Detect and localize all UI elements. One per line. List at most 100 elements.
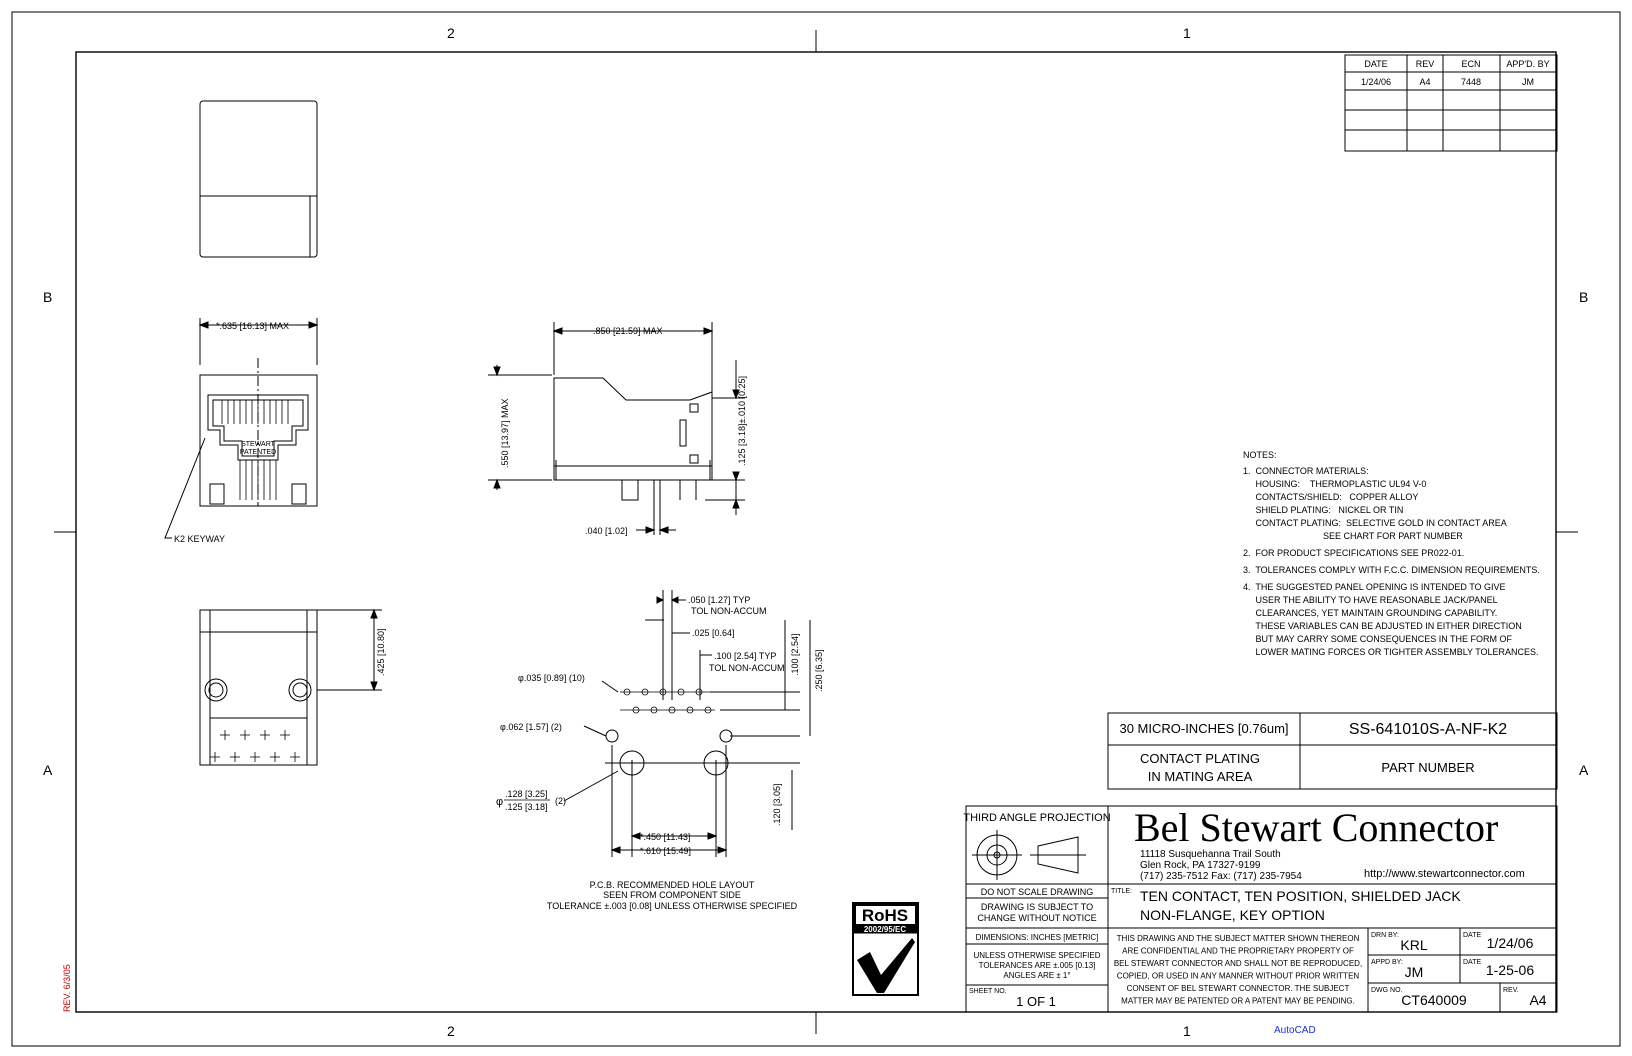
hole-spec-3-phi: φ (496, 796, 503, 808)
hole-spec-3a: .128 [3.25] (505, 789, 548, 799)
notes-line: CONTACT PLATING: SELECTIVE GOLD IN CONTA… (1243, 518, 1507, 528)
sheet-value: 1 OF 1 (1016, 994, 1056, 1009)
v-dimension-2: .250 [6.35] (814, 649, 824, 692)
pcb-caption-1: P.C.B. RECOMMENDED HOLE LAYOUT (590, 880, 755, 890)
lower-height-dimension: .425 [10.80] (376, 628, 386, 676)
rohs-badge: RoHS 2002/95/EC (852, 902, 919, 996)
notes-line: THESE VARIABLES CAN BE ADJUSTED IN EITHE… (1243, 621, 1522, 631)
zone-label: 1 (1183, 1023, 1191, 1039)
drawn-by-value: KRL (1400, 937, 1427, 953)
pin-width-dimension: .040 [1.02] (585, 526, 628, 536)
hole-spec-1: φ.035 [0.89] (10) (518, 673, 585, 683)
part-number-table: 30 MICRO-INCHES [0.76um] SS-641010S-A-NF… (1107, 712, 1558, 790)
bottom-view: .425 [10.80] (199, 608, 386, 766)
address-1: 11118 Susquehanna Trail South (1140, 849, 1281, 860)
pcb-caption-3: TOLERANCE ±.003 [0.08] UNLESS OTHERWISE … (547, 901, 798, 911)
confidential-line: COPIED, OR USED IN ANY MANNER WITHOUT PR… (1117, 972, 1360, 981)
confidential-line: BEL STEWART CONNECTOR AND SHALL NOT BE R… (1114, 959, 1362, 968)
drawing-number-label: DWG NO. (1371, 987, 1403, 994)
tolerance-1: UNLESS OTHERWISE SPECIFIED (974, 951, 1101, 960)
subject-note-1: DRAWING IS SUBJECT TO (981, 902, 1093, 912)
zone-label: A (43, 762, 53, 778)
projection-symbol-icon (972, 830, 1086, 880)
part-label: PART NUMBER (1381, 760, 1474, 775)
tolerance-3: ANGLES ARE ± 1° (1003, 971, 1070, 980)
sheet-label: SHEET NO. (969, 988, 1007, 995)
subject-note-2: CHANGE WITHOUT NOTICE (977, 913, 1096, 923)
approved-date-label: DATE (1463, 959, 1481, 966)
v-dimension-1: .100 [2.54] (790, 633, 800, 676)
confidential-line: CONSENT OF BEL STEWART CONNECTOR. THE SU… (1127, 984, 1350, 993)
rev-header-rev: REV (1416, 59, 1435, 69)
v-dimension-3: .120 [3.05] (772, 783, 782, 826)
title-block: THIRD ANGLE PROJECTION Bel Stewart Conne… (963, 805, 1558, 1013)
rev-cell-date: 1/24/06 (1361, 77, 1391, 87)
revision-label: REV. (1503, 987, 1519, 994)
plating-value: 30 MICRO-INCHES [0.76um] (1119, 721, 1288, 736)
confidential-line: MATTER MAY BE PATENTED OR A PATENT MAY B… (1121, 997, 1355, 1006)
notes-line: LOWER MATING FORCES OR TIGHTER ASSEMBLY … (1243, 647, 1539, 657)
drawing-number-value: CT640009 (1401, 992, 1467, 1008)
rev-header-date: DATE (1364, 59, 1387, 69)
zone-label: 2 (447, 25, 455, 41)
approved-date-value: 1-25-06 (1486, 962, 1534, 978)
offset-dimension: .025 [0.64] (692, 628, 735, 638)
rohs-directive: 2002/95/EC (864, 925, 906, 934)
revision-table: DATE REV ECN APP'D. BY 1/24/06 A4 7448 J… (1344, 54, 1558, 152)
pitch-dimension: .050 [1.27] TYP (688, 595, 750, 605)
h-dimension-1: *.450 [11.43] (640, 832, 690, 842)
part-number: SS-641010S-A-NF-K2 (1349, 721, 1507, 738)
revision-value: A4 (1529, 992, 1546, 1008)
notes-line: 2. FOR PRODUCT SPECIFICATIONS SEE PR022-… (1243, 548, 1464, 558)
row-pitch-note: TOL NON-ACCUM (709, 663, 785, 673)
title-line-2: NON-FLANGE, KEY OPTION (1140, 907, 1325, 923)
top-view (199, 100, 318, 258)
zone-label: 2 (447, 1023, 455, 1039)
notes-line: CLEARANCES, YET MAINTAIN GROUNDING CAPAB… (1243, 608, 1497, 618)
phone-fax: (717) 235-7512 Fax: (717) 235-7954 (1140, 871, 1302, 882)
notes-line: CONTACTS/SHIELD: COPPER ALLOY (1243, 492, 1418, 502)
pitch-note: TOL NON-ACCUM (691, 606, 767, 616)
side-view: .850 [21.59] MAX .550 [13.97] MAX .125 [… (488, 322, 747, 536)
width-dimension: *.635 [16.13] MAX (216, 321, 289, 331)
rohs-title: RoHS (862, 906, 908, 925)
notes-line: USER THE ABILITY TO HAVE REASONABLE JACK… (1243, 595, 1498, 605)
confidential-notice: THIS DRAWING AND THE SUBJECT MATTER SHOW… (1114, 934, 1362, 1006)
depth-dimension: .850 [21.59] MAX (593, 326, 663, 336)
notes-line: 3. TOLERANCES COMPLY WITH F.C.C. DIMENSI… (1243, 565, 1540, 575)
zone-label: 1 (1183, 25, 1191, 41)
revision-stamp: REV. 6/3/05 (62, 964, 72, 1012)
zone-label: B (1579, 289, 1588, 305)
notes-line: SEE CHART FOR PART NUMBER (1243, 531, 1463, 541)
rev-header-ecn: ECN (1461, 59, 1480, 69)
checkmark-icon (857, 938, 915, 993)
drawn-by-label: DRN BY: (1371, 932, 1399, 939)
approved-by-value: JM (1405, 964, 1424, 980)
confidential-line: ARE CONFIDENTIAL AND THE PROPRIETARY PRO… (1122, 947, 1354, 956)
projection-label: THIRD ANGLE PROJECTION (963, 812, 1110, 824)
row-pitch-dimension: .100 [2.54] TYP (714, 651, 776, 661)
website: http://www.stewartconnector.com (1364, 868, 1525, 880)
title-line-1: TEN CONTACT, TEN POSITION, SHIELDED JACK (1140, 888, 1461, 904)
hole-spec-3b: .125 [3.18] (505, 802, 548, 812)
rev-header-appd: APP'D. BY (1506, 59, 1549, 69)
zone-label: A (1579, 762, 1589, 778)
hole-spec-3c: (2) (555, 796, 566, 806)
pcb-layout: .050 [1.27] TYP TOL NON-ACCUM .025 [0.64… (496, 590, 824, 911)
outer-border (11, 11, 1621, 1047)
dimension-units: DIMENSIONS: INCHES [METRIC] (976, 933, 1099, 942)
tolerance-2: TOLERANCES ARE ±.005 [0.13] (979, 961, 1096, 970)
rev-cell-ecn: 7448 (1461, 77, 1481, 87)
notes-line: 1. CONNECTOR MATERIALS: (1243, 466, 1369, 476)
front-view: *.635 [16.13] MAX STEWART PATENTED K2 KE… (164, 318, 319, 544)
notes: NOTES: 1. CONNECTOR MATERIALS: HOUSING: … (1243, 450, 1540, 657)
hole-spec-2: φ.062 [1.57] (2) (500, 722, 562, 732)
pcb-caption-2: SEEN FROM COMPONENT SIDE (603, 890, 741, 900)
h-dimension-2: *.610 [15.49] (640, 846, 691, 856)
keyway-label: K2 KEYWAY (174, 534, 225, 544)
software-mark: AutoCAD (1274, 1025, 1316, 1036)
confidential-line: THIS DRAWING AND THE SUBJECT MATTER SHOW… (1117, 934, 1360, 943)
pin-offset-dimension: .125 [3.18]±.010 [0.25] (737, 376, 747, 466)
height-dimension: .550 [13.97] MAX (500, 398, 510, 468)
